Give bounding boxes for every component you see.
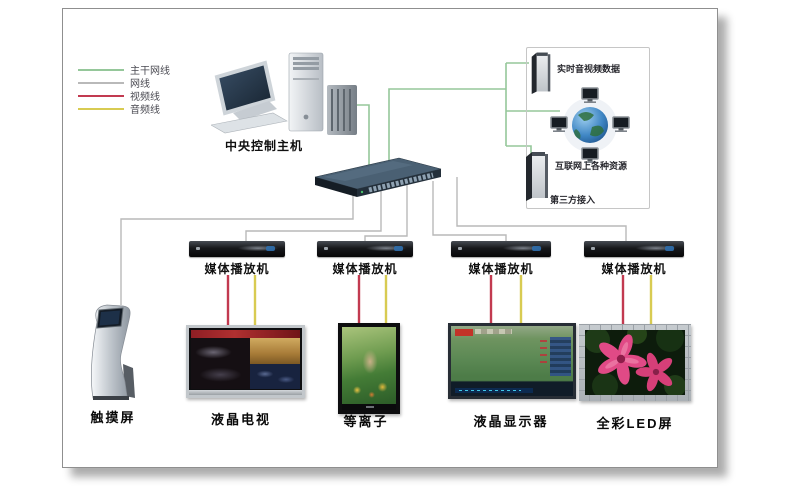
tv-content-photo [249,338,300,364]
media-player-device [189,241,285,257]
media-player-label: 媒体播放机 [204,262,270,276]
third-party-server-icon [526,152,548,201]
flower-small [635,352,673,392]
tv-bottom-bar [189,390,302,395]
network-line-swatch [78,81,124,84]
tv-content-left [191,338,250,389]
audio-line-swatch [78,107,124,110]
media-player-device [451,241,551,257]
client-monitor-icon [612,116,630,132]
network-lines [120,177,627,305]
internet-resources-group-box [526,47,650,209]
flower-large [598,334,647,385]
legend-label: 视频线 [130,92,160,103]
realtime-av-server-icon [531,52,551,94]
third-party-label: 第三方接入 [550,195,596,205]
monitor-content-blue-panel [549,337,571,377]
internet-globe-icon [550,87,630,163]
media-player-label: 媒体播放机 [468,262,534,276]
tv-content-thumbs [249,363,300,389]
client-monitor-icon [581,147,599,163]
legend-item-video: 视频线 [78,89,170,103]
plasma-label: 等离子 [343,414,389,429]
lcd-monitor-screen [451,326,573,396]
lcd-monitor-label: 液晶显示器 [473,414,549,429]
touch-kiosk-icon [91,304,135,400]
touch-kiosk-label: 触摸屏 [90,410,136,425]
legend-item-network: 网线 [78,76,170,90]
client-monitor-icon [581,87,599,103]
lcd-monitor-display [448,323,576,399]
legend-item-backbone: 主干网线 [78,63,170,77]
legend: 主干网线 网线 视频线 音频线 [78,63,170,116]
audio-lines [253,275,653,326]
media-player-label: 媒体播放机 [601,262,667,276]
lcd-tv-display [186,325,305,398]
diagram-canvas: 主干网线 网线 视频线 音频线 [62,8,718,468]
media-player-device [317,241,413,257]
monitor-content-statusbar [454,388,533,394]
central-host-computer-icon [211,52,357,135]
backbone-line-swatch [78,68,124,71]
led-screen-display [579,324,691,401]
legend-label: 音频线 [130,105,160,116]
video-lines [226,275,625,326]
lcd-tv-label: 液晶电视 [210,412,271,427]
monitor-content-red-chip [454,328,473,337]
plasma-display [338,323,400,414]
plasma-screen [342,327,396,404]
legend-label: 主干网线 [130,66,170,77]
led-screen-content [585,330,685,395]
legend-item-audio: 音频线 [78,102,170,116]
media-player-device [584,241,684,257]
monitor-content-dots [540,340,548,368]
network-switch-icon [314,157,442,197]
led-screen-label: 全彩LED屏 [596,416,674,431]
client-monitor-icon [550,116,568,132]
video-line-swatch [78,94,124,97]
internet-resources-label: 互联网上各种资源 [554,161,627,171]
central-host-label: 中央控制主机 [224,139,303,153]
connection-lines [120,62,653,326]
plasma-bottom-bar [342,404,396,410]
tv-content-banner [191,330,300,338]
legend-label: 网线 [130,79,150,90]
backbone-lines [346,62,560,167]
media-player-label: 媒体播放机 [332,262,398,276]
lcd-tv-screen [191,330,300,389]
monitor-content-strip [475,328,512,335]
realtime-av-label: 实时音视频数据 [557,64,621,74]
flower-image [585,330,685,395]
